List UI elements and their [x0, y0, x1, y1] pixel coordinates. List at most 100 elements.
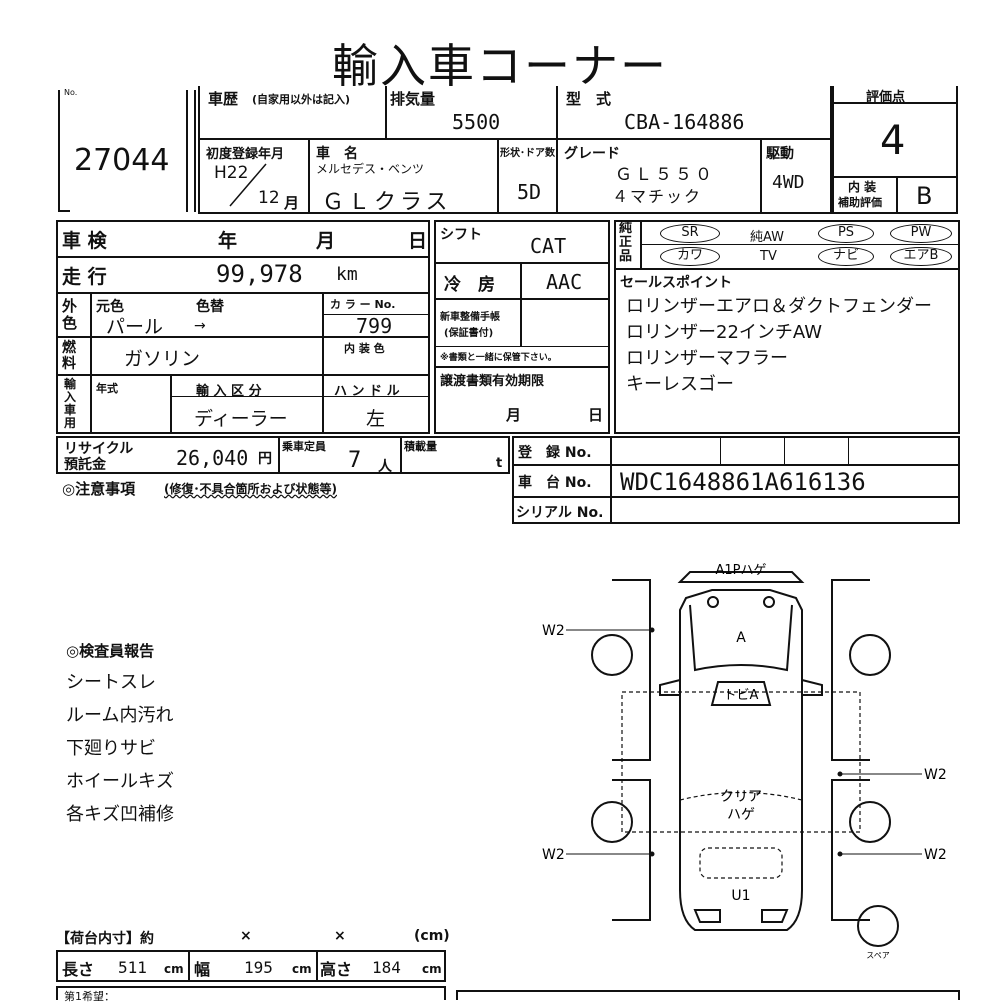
- report-item: シートスレ: [66, 672, 156, 693]
- sales-block: [614, 220, 960, 434]
- model-code: CBA-164886: [624, 110, 745, 134]
- inspection-label: 車 検: [62, 230, 107, 252]
- hope-box: [56, 986, 446, 1000]
- damage-rear: U1: [731, 888, 750, 904]
- month-unit: 月: [284, 194, 300, 212]
- repaint-arrow: →: [194, 318, 206, 334]
- yen-unit: 円: [258, 451, 272, 467]
- bottom-right-box: [456, 990, 960, 1000]
- car-damage-diagram: A1Pハゲ A トビA クリア ハゲ U1 W2 W2 W2 W2 スペア: [542, 563, 947, 960]
- score-box: [832, 86, 958, 214]
- interior-score: B: [916, 182, 933, 210]
- hope-label: 第1希望：: [64, 990, 115, 1003]
- transfer-month: 月: [506, 406, 522, 424]
- interior-label-2: 補助評価: [838, 196, 882, 209]
- original-color-label: 元色: [96, 299, 124, 315]
- lot-no-label: No.: [64, 88, 78, 97]
- damage-top-mark: A1Pハゲ: [715, 563, 766, 578]
- chassis-label: 車 台 No.: [518, 475, 592, 491]
- sales-point-4: キーレスゴー: [626, 374, 734, 395]
- manual-note: ※書類と一緒に保管下さい。: [440, 353, 557, 363]
- capacity-value: 7: [348, 448, 362, 473]
- person-unit: 人: [378, 459, 392, 475]
- sales-point-2: ロリンザー22インチAW: [626, 322, 823, 343]
- import-label: 輸入車用: [64, 377, 77, 430]
- damage-window: トビA: [724, 688, 759, 703]
- spec-grid: [56, 220, 430, 434]
- manual-label-1: 新車整備手帳: [440, 312, 500, 323]
- inspector-report: ◎検査員報告 シートスレ ルーム内汚れ 下廻りサビ ホイールキズ 各キズ凹補修: [66, 640, 266, 831]
- height-value: 184: [372, 958, 401, 977]
- shift-value: CAT: [530, 234, 567, 258]
- cargo-x1: ×: [240, 928, 252, 944]
- page-title: 輸入車コーナー: [332, 39, 668, 93]
- ac-label: 冷 房: [444, 275, 495, 295]
- width-value: 195: [244, 958, 273, 977]
- grade-label: グレード: [564, 146, 620, 162]
- length-label: 長さ: [62, 960, 95, 979]
- handle-label: ハ ン ド ル: [334, 384, 400, 399]
- cargo-label: 【荷台内寸】約: [56, 931, 154, 947]
- displacement-label: 排気量: [390, 90, 436, 108]
- displacement-value: 5500: [452, 110, 501, 134]
- import-type-label: 輸 入 区 分: [196, 384, 262, 399]
- recycle-label-1: リサイクル: [64, 441, 134, 457]
- damage-wheel-mid-right: W2: [924, 767, 947, 783]
- sales-point-3: ロリンザーマフラー: [626, 348, 788, 369]
- length-value: 511: [118, 958, 147, 977]
- import-type: ディーラー: [194, 408, 288, 430]
- width-label: 幅: [194, 960, 211, 979]
- report-item: 下廻りサビ: [66, 738, 156, 759]
- handle-value: 左: [366, 408, 386, 430]
- slash-divider: [229, 163, 267, 207]
- load-unit: t: [496, 456, 503, 471]
- repaint-label: 色替: [196, 299, 224, 315]
- shift-label: シフト: [440, 227, 482, 243]
- manual-label-2: (保証書付): [444, 328, 494, 339]
- fuel-label: 燃料: [62, 340, 76, 372]
- grade-line2: ４マチック: [612, 187, 703, 206]
- drive-value: 4WD: [772, 172, 805, 193]
- fuel-value: ガソリン: [124, 348, 201, 370]
- lot-bracket: [58, 90, 196, 212]
- lot-number: 27044: [74, 143, 170, 178]
- first-reg-label: 初度登録年月: [206, 147, 285, 162]
- mileage-value: 99,978: [216, 260, 303, 288]
- notes-label: ◎注意事項: [62, 480, 136, 498]
- history-label: 車歴: [208, 90, 239, 108]
- recycle-label-2: 預託金: [64, 457, 106, 473]
- inspection-year: 年: [218, 230, 238, 252]
- interior-label-1: 内 装: [848, 180, 877, 194]
- car-name: ＧＬクラス: [322, 190, 452, 215]
- cargo-unit: (cm): [414, 928, 450, 944]
- damage-roof-2: ハゲ: [727, 807, 755, 823]
- serial-label: シリアル No.: [516, 505, 604, 521]
- exterior-label: 外色: [62, 297, 78, 332]
- sales-point-1: ロリンザーエアロ＆ダクトフェンダー: [626, 296, 932, 317]
- transfer-day: 日: [588, 406, 604, 424]
- equip-airbag: エアB: [890, 247, 952, 266]
- recycle-row: [56, 436, 510, 474]
- mileage-unit: km: [336, 264, 358, 285]
- damage-hood: A: [736, 630, 746, 646]
- load-label: 積載量: [404, 440, 437, 453]
- length-unit: cm: [164, 962, 184, 976]
- report-label: ◎検査員報告: [66, 642, 155, 660]
- transfer-label: 譲渡書類有効期限: [440, 374, 545, 389]
- equip-navi: ナビ: [818, 247, 874, 266]
- maker-name: メルセデス・ベンツ: [316, 162, 425, 176]
- model-label: 型 式: [566, 90, 612, 108]
- spare-label: スペア: [866, 951, 889, 960]
- model-year-label: 年式: [96, 382, 118, 395]
- height-unit: cm: [422, 962, 442, 976]
- inspection-day: 日: [408, 230, 428, 252]
- header-block: [198, 86, 832, 214]
- inspection-month: 月: [316, 230, 336, 252]
- original-color: パール: [106, 316, 164, 338]
- doors-label: 形状･ドア数: [500, 148, 555, 159]
- width-unit: cm: [292, 962, 312, 976]
- reg-no-label: 登 録 No.: [518, 445, 592, 461]
- equip-ps: PS: [818, 224, 874, 243]
- recycle-fee: 26,040: [176, 446, 249, 470]
- grade-line1: ＧＬ５５０: [615, 165, 715, 185]
